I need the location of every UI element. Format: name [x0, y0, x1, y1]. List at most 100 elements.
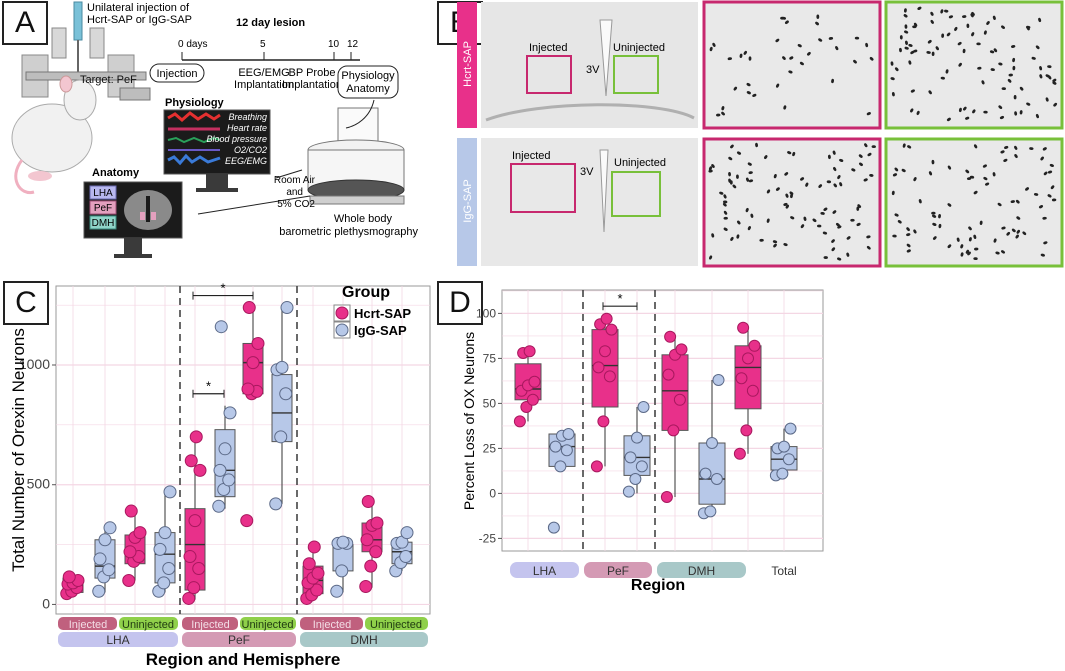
neuron-dot	[1043, 241, 1048, 245]
data-point	[62, 570, 76, 584]
neuron-dot	[866, 235, 871, 239]
neuron-dot	[736, 234, 740, 239]
neuron-dot	[863, 178, 868, 182]
data-point	[742, 352, 754, 365]
data-point	[782, 453, 795, 466]
panel-label-d: D	[437, 281, 483, 325]
neuron-dot	[926, 51, 931, 54]
eeg-label-line1: EEG/EMG	[238, 67, 289, 79]
micrograph-igg-injected	[702, 137, 882, 268]
neuron-dot	[973, 234, 977, 239]
physiology-anatomy-box	[337, 65, 399, 99]
data-point	[153, 542, 167, 556]
data-point	[746, 384, 759, 397]
data-point	[603, 370, 616, 383]
neuron-dot	[1047, 170, 1053, 174]
panel-b-micrographs: Hcrt-SAP IgG-SAP Injected Uninjected 3V …	[457, 0, 1064, 268]
neuron-dot	[931, 211, 936, 215]
neuron-dot	[890, 77, 895, 81]
data-point	[222, 473, 236, 487]
neuron-dot	[970, 13, 974, 18]
neuron-dot	[968, 226, 972, 231]
data-point	[335, 564, 349, 578]
row-label-hcrt: Hcrt-SAP	[462, 41, 474, 87]
plethysmograph-chamber-icon	[307, 107, 405, 205]
neuron-dot	[917, 6, 922, 10]
neuron-dot	[918, 199, 922, 204]
neuron-dot	[856, 222, 861, 227]
legend-swatch	[335, 323, 349, 337]
data-point	[240, 514, 254, 528]
neuron-dot	[805, 182, 809, 187]
neuron-dot	[947, 165, 952, 170]
micrograph-hcrt-injected	[702, 0, 882, 130]
data-point	[733, 447, 746, 460]
neuron-dot	[743, 50, 747, 55]
neuron-dot	[930, 19, 934, 24]
neuron-dot	[823, 256, 828, 259]
neuron-dot	[1008, 73, 1013, 77]
neuron-dot	[927, 40, 932, 44]
neuron-dot	[969, 175, 975, 179]
data-point	[158, 526, 172, 540]
neuron-dot	[833, 166, 837, 172]
neuron-dot	[1015, 234, 1019, 239]
neuron-dot	[783, 243, 788, 247]
neuron-dot	[818, 38, 823, 42]
data-point	[735, 372, 748, 385]
neuron-dot	[773, 174, 777, 179]
neuron-dot	[962, 48, 966, 54]
strip-uninjected-label: Uninjected	[370, 619, 422, 631]
neuron-dot	[1003, 158, 1008, 162]
neuron-dot	[1000, 150, 1005, 154]
neuron-dot	[708, 166, 713, 171]
strip-region	[584, 562, 652, 578]
neuron-dot	[859, 162, 863, 166]
neuron-dot	[960, 252, 964, 257]
data-point	[597, 415, 610, 428]
neuron-dot	[816, 14, 820, 19]
neuron-dot	[992, 15, 996, 20]
neuron-dot	[977, 66, 982, 70]
neuron-dot	[916, 110, 920, 116]
neuron-dot	[997, 202, 1002, 207]
data-point	[562, 428, 575, 440]
neuron-dot	[968, 237, 972, 242]
data-point	[748, 339, 761, 352]
neuron-dot	[746, 82, 751, 87]
neuron-dot	[973, 190, 978, 195]
neuron-dot	[833, 183, 837, 188]
neuron-dot	[831, 78, 835, 84]
neuron-dot	[745, 207, 749, 213]
neuron-dot	[773, 243, 777, 248]
neuron-dot	[1001, 87, 1006, 91]
neuron-dot	[839, 182, 843, 187]
neuron-dot	[846, 252, 850, 257]
neuron-dot	[1039, 74, 1043, 79]
region-dividers-c	[179, 286, 298, 614]
neuron-dot	[736, 174, 739, 179]
neuron-dot	[981, 80, 985, 85]
neuron-dot	[812, 218, 817, 223]
neuron-dot	[1010, 200, 1015, 203]
data-point	[133, 526, 147, 540]
neuron-dot	[784, 172, 789, 176]
neuron-dot	[992, 172, 996, 177]
data-point	[92, 584, 106, 598]
neuron-dot	[904, 30, 909, 34]
data-point	[184, 454, 198, 468]
strip-uninjected-label: Uninjected	[242, 619, 294, 631]
neuron-dot	[899, 47, 902, 53]
legend-title: Group	[342, 284, 390, 301]
neuron-dot	[958, 107, 962, 113]
neuron-dot	[932, 214, 937, 218]
neuron-dot	[998, 62, 1003, 66]
data-point	[776, 467, 789, 480]
neuron-dot	[788, 70, 793, 74]
neuron-dot	[783, 202, 788, 206]
neuron-dot	[739, 53, 743, 58]
data-point	[193, 463, 207, 477]
neuron-dot	[904, 46, 909, 50]
points-c	[60, 301, 414, 605]
